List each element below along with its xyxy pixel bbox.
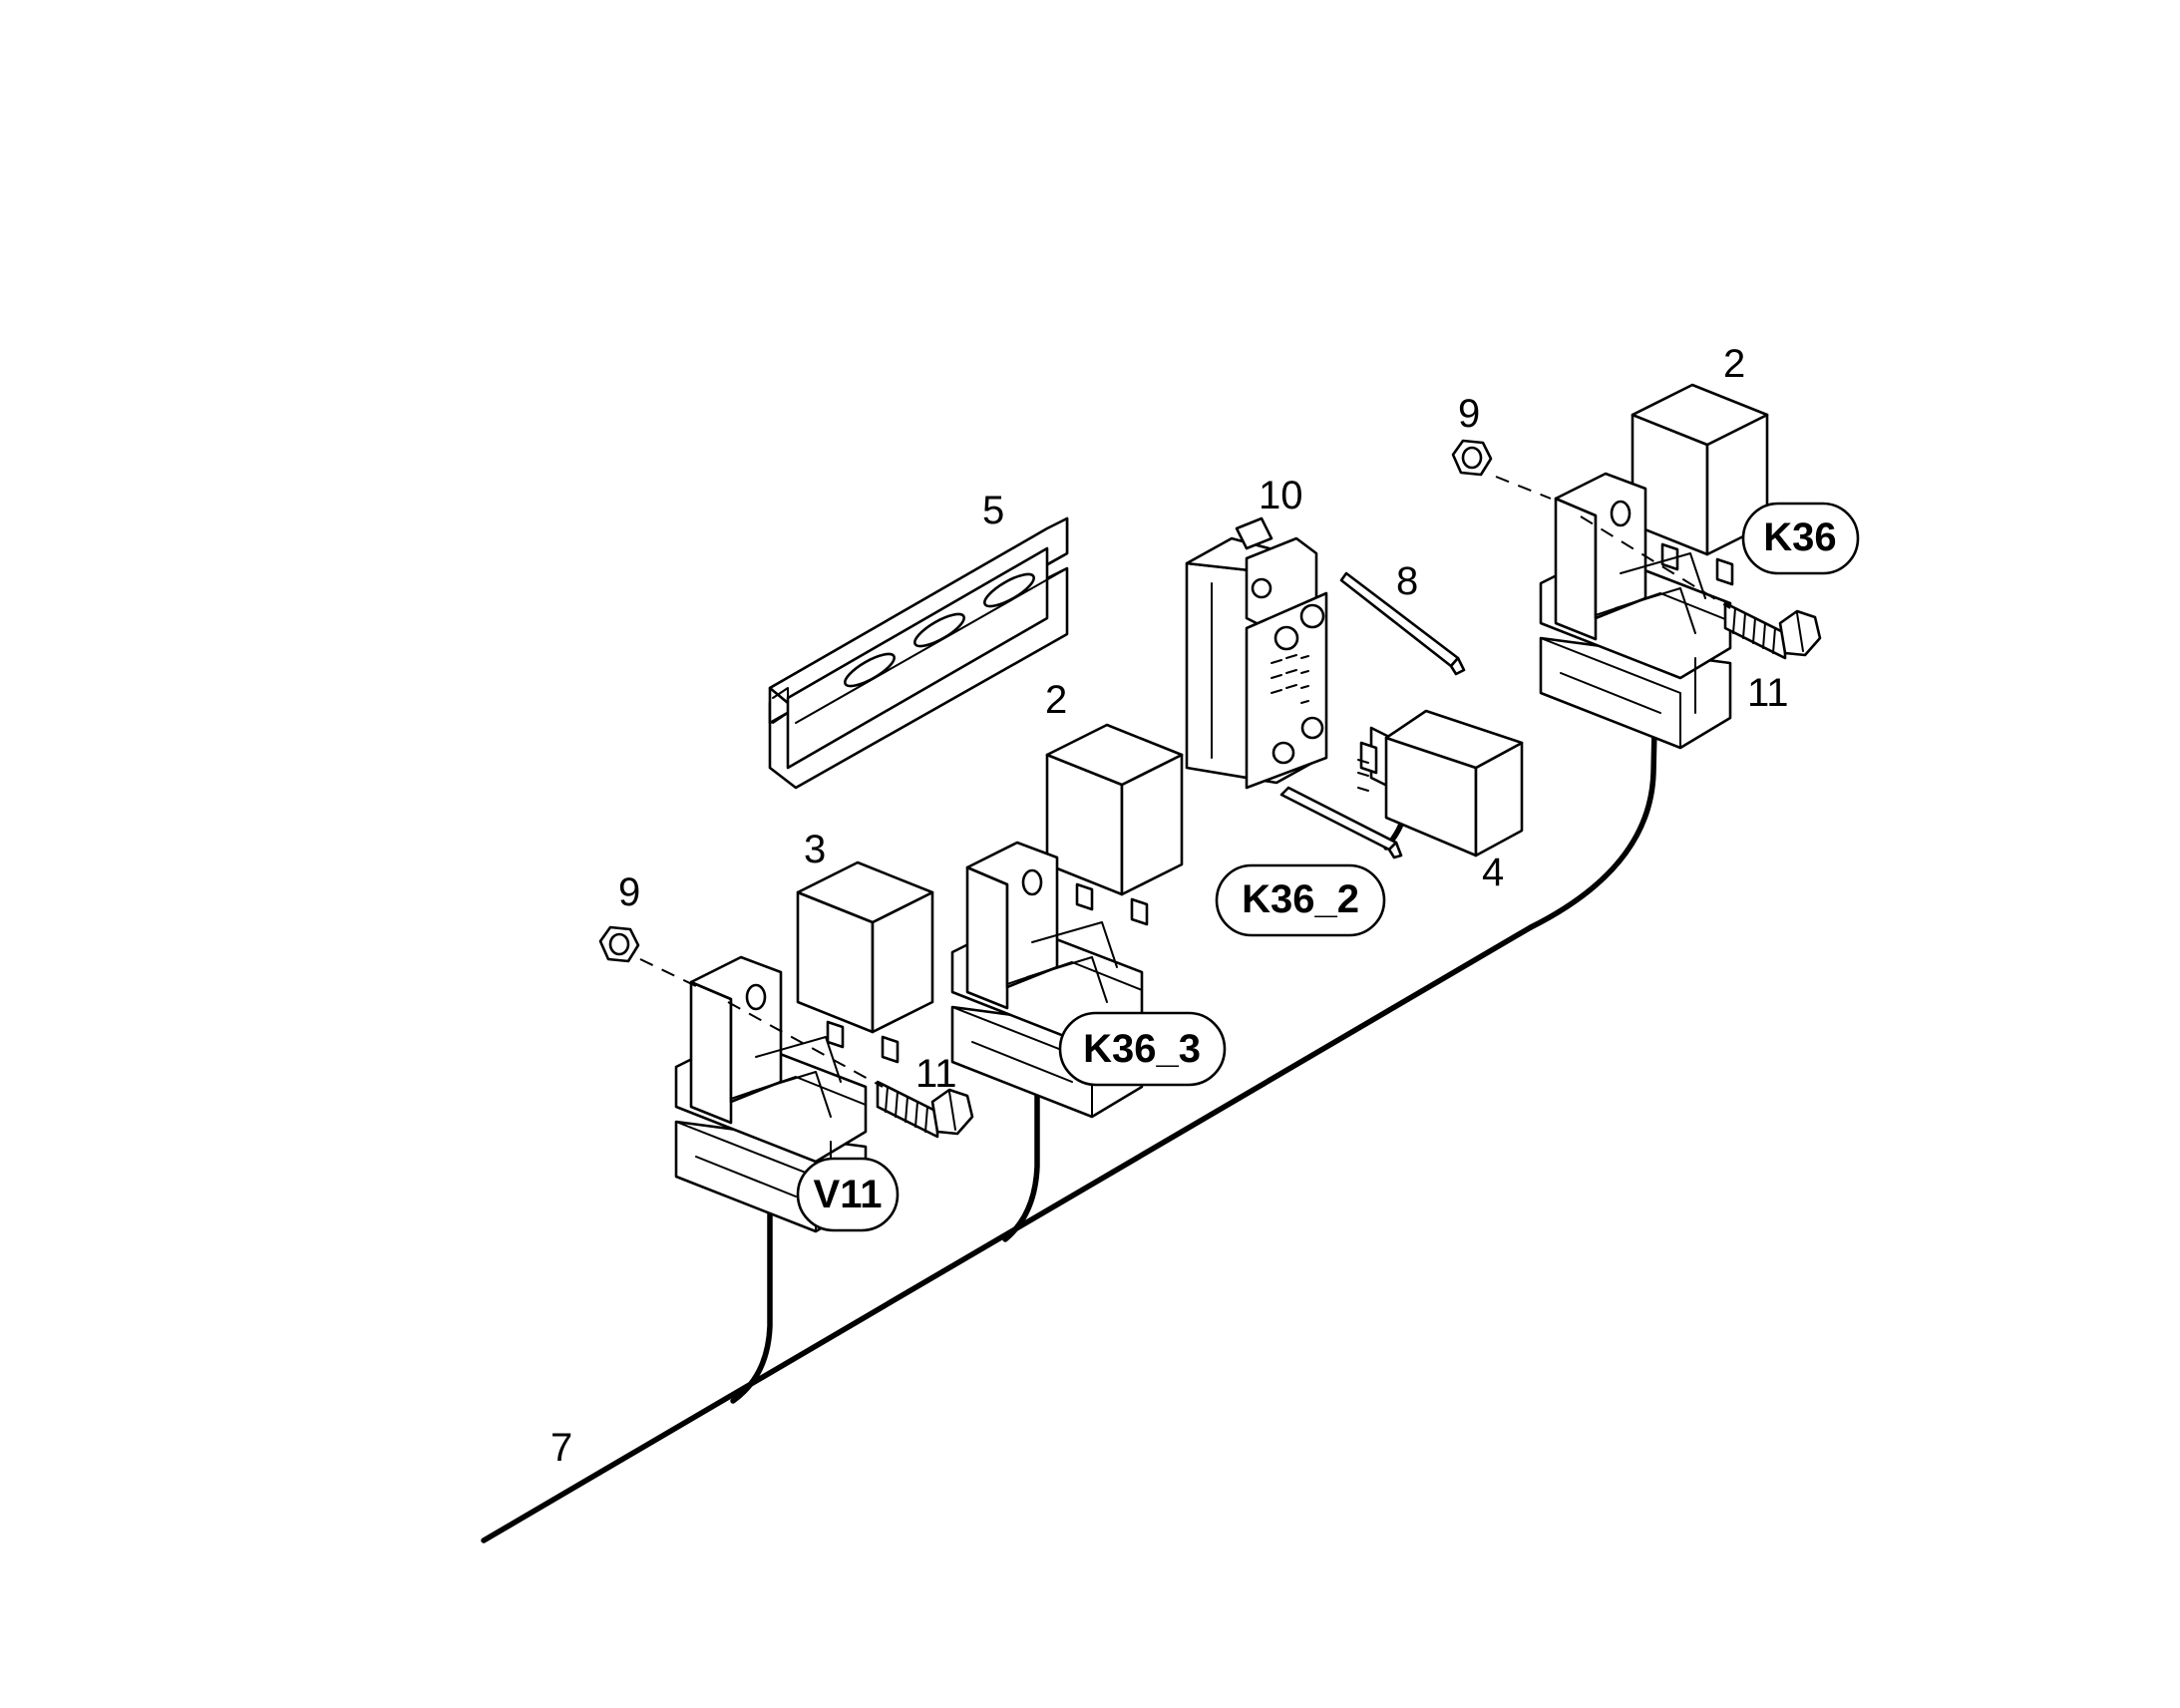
reference-k36: K36 — [1741, 502, 1860, 575]
reference-k36-text: K36 — [1763, 515, 1836, 559]
callout-relay-top-right: 2 — [1723, 342, 1745, 386]
callout-din-rail: 5 — [982, 489, 1004, 532]
callout-labels: 2 9 10 5 8 2 11 3 9 4 11 7 — [550, 342, 1789, 1470]
callout-nut-top-right: 9 — [1458, 392, 1480, 436]
relay-socket — [1185, 516, 1328, 790]
callout-bolt-right: 11 — [1747, 671, 1789, 715]
reference-k36-2: K36_2 — [1215, 863, 1386, 937]
callout-bolt-left: 11 — [915, 1052, 957, 1096]
callout-relay-large: 4 — [1482, 851, 1504, 894]
callout-socket: 10 — [1259, 474, 1303, 517]
reference-v11-text: V11 — [814, 1173, 883, 1216]
reference-k36-2-text: K36_2 — [1242, 877, 1359, 921]
retaining-clip-lower — [1279, 786, 1403, 859]
reference-k36-3-text: K36_3 — [1083, 1027, 1201, 1071]
nut-right — [1451, 439, 1493, 477]
callout-nut-left: 9 — [618, 870, 640, 914]
callout-relay-left: 3 — [804, 828, 826, 871]
reference-v11: V11 — [796, 1157, 900, 1232]
callout-clip: 8 — [1396, 559, 1418, 603]
assembly-axis-lines — [639, 476, 1731, 1088]
callout-relay-mid: 2 — [1045, 678, 1067, 722]
reference-k36-3: K36_3 — [1058, 1011, 1227, 1087]
large-relay — [1357, 709, 1524, 857]
din-rail — [768, 516, 1069, 790]
callout-harness: 7 — [550, 1426, 572, 1470]
relay-mid — [1045, 723, 1184, 926]
relay-left — [796, 860, 934, 1064]
retaining-clip-upper — [1339, 571, 1466, 676]
bolt-right — [1723, 601, 1822, 660]
nut-left — [598, 925, 640, 963]
